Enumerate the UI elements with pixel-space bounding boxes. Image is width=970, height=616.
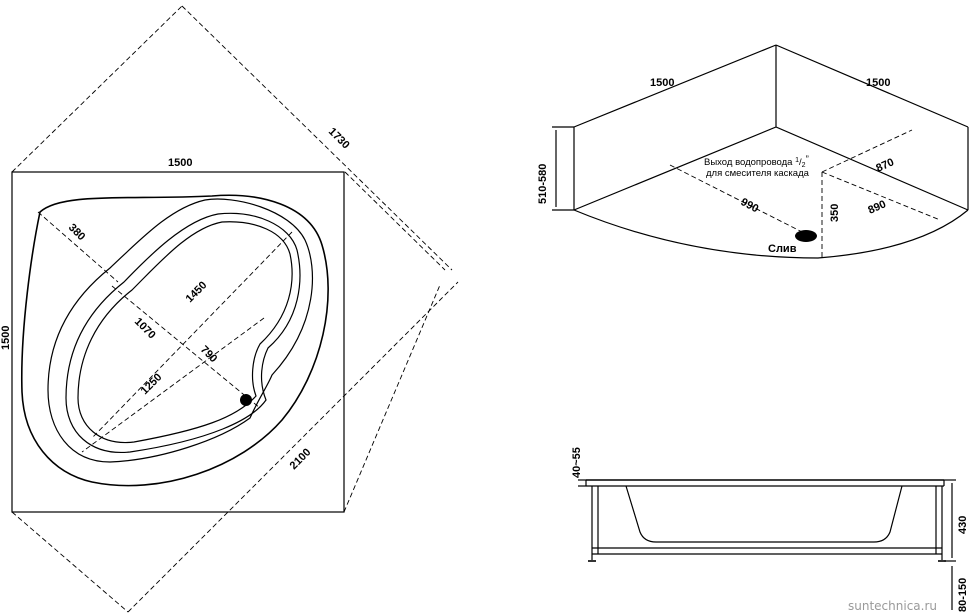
iso-water-outlet-line2: для смесителя каскада bbox=[706, 168, 810, 179]
iso-water-outlet-sup: 1 bbox=[795, 157, 799, 164]
side-bowl-profile bbox=[625, 485, 903, 543]
plan-inner-length-label: 1450 bbox=[184, 279, 210, 305]
plan-dim-line bbox=[37, 211, 119, 283]
plan-dim-line bbox=[127, 281, 459, 613]
iso-edge bbox=[573, 126, 777, 211]
iso-edge bbox=[775, 126, 969, 211]
plan-dim-line bbox=[111, 285, 261, 409]
iso-water-outlet-sub: 2 bbox=[802, 162, 806, 169]
side-depth-label: 430 bbox=[957, 516, 969, 534]
iso-dim-line bbox=[821, 171, 941, 221]
plan-inner-width-label: 790 bbox=[198, 344, 219, 365]
iso-dim-990-label: 990 bbox=[739, 196, 761, 215]
plan-inner-1250-label: 1250 bbox=[139, 371, 165, 397]
watermark-text: suntechnica.ru bbox=[848, 599, 937, 613]
plan-seat-label: 380 bbox=[66, 222, 87, 243]
plan-width-label: 1500 bbox=[168, 157, 192, 169]
plan-dim-line bbox=[11, 5, 183, 173]
iso-water-outlet-line1: Выход водопровода bbox=[704, 157, 795, 168]
iso-dim-890-label: 890 bbox=[866, 198, 888, 216]
iso-front-arc bbox=[573, 209, 969, 259]
iso-water-outlet-frac: / bbox=[799, 157, 802, 168]
plan-drain-icon bbox=[240, 394, 252, 406]
plan-inner-1070-label: 1070 bbox=[132, 316, 158, 342]
iso-edge bbox=[775, 44, 969, 128]
plan-dim-line bbox=[344, 171, 446, 271]
plan-bowl-inner bbox=[65, 212, 301, 454]
plan-dim-line bbox=[91, 231, 293, 439]
plan-height-label: 1500 bbox=[0, 326, 12, 350]
plan-bowl-floor bbox=[77, 221, 293, 444]
iso-water-outlet-quote: ” bbox=[806, 154, 809, 165]
iso-edge bbox=[573, 44, 777, 128]
plan-dim-line bbox=[343, 284, 441, 513]
iso-side-right-label: 1500 bbox=[866, 77, 890, 89]
plan-diagonal-bottom-label: 2100 bbox=[288, 446, 314, 472]
plan-dim-line bbox=[81, 317, 265, 453]
iso-dim-870-label: 870 bbox=[874, 156, 896, 174]
plan-dim-line bbox=[181, 5, 453, 271]
side-rim-label: 40~55 bbox=[571, 447, 583, 478]
iso-dim-350-label: 350 bbox=[829, 204, 841, 222]
side-view: 40~55 430 80-150 bbox=[571, 447, 969, 612]
plan-bowl-outer bbox=[47, 198, 313, 463]
plan-diagonal-label: 1730 bbox=[326, 126, 352, 152]
iso-side-left-label: 1500 bbox=[650, 77, 674, 89]
iso-dim-line bbox=[669, 164, 811, 237]
plan-outer-square bbox=[11, 171, 345, 513]
iso-drain-icon bbox=[795, 230, 817, 242]
side-legs-label: 80-150 bbox=[957, 578, 969, 612]
plan-dim-line bbox=[11, 511, 129, 613]
iso-dim-line bbox=[821, 129, 913, 173]
plan-view: 1500 1500 1730 2100 380 1450 1070 790 12… bbox=[0, 5, 459, 613]
plan-tub-outer-contour bbox=[20, 194, 329, 487]
iso-water-outlet-label: Выход водопровода 1/2” bbox=[704, 154, 809, 169]
iso-height-range-label: 510-580 bbox=[537, 164, 549, 204]
iso-drain-label: Слив bbox=[768, 243, 797, 255]
isometric-view: 1500 1500 510-580 Выход водопровода 1/2”… bbox=[537, 44, 969, 259]
